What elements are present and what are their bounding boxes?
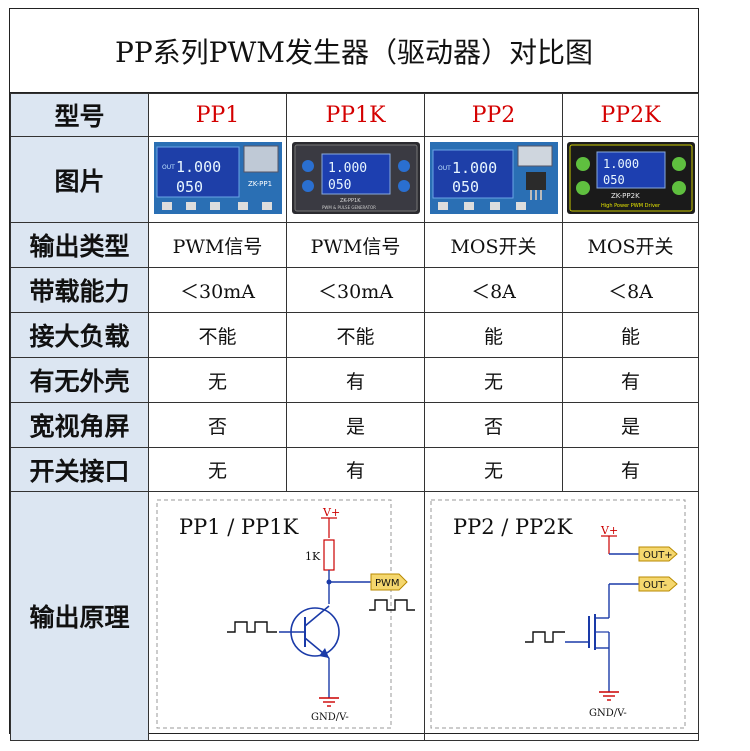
table-cell: 无: [424, 357, 563, 403]
circuit-diagram-pp2: PP2 / PP2K V+ OUT+ OUT-: [424, 491, 699, 741]
svg-text:GND/V-: GND/V-: [589, 708, 627, 719]
svg-text:1.000: 1.000: [328, 161, 367, 176]
table-cell: 是: [286, 402, 425, 448]
table-row: 宽视角屏 否 是 否 是: [10, 402, 699, 448]
product-image-pp2k: 1.000 050 ZK-PP2K High Power PWM Driver: [562, 136, 699, 223]
comparison-sheet: PP系列PWM发生器（驱动器）对比图 型号 PP1 PP1K PP2 PP2K …: [9, 8, 699, 741]
table-cell: 是: [562, 402, 699, 448]
table-cell: 有: [562, 357, 699, 403]
svg-text:050: 050: [328, 178, 351, 193]
comparison-table: 型号 PP1 PP1K PP2 PP2K 图片 OUT 1.000 050 ZK…: [10, 93, 699, 741]
table-row-picture: 图片 OUT 1.000 050 ZK-PP1: [10, 136, 699, 223]
svg-text:050: 050: [176, 178, 203, 196]
svg-text:PP2 / PP2K: PP2 / PP2K: [453, 515, 573, 539]
svg-text:OUT+: OUT+: [643, 550, 673, 561]
svg-text:050: 050: [603, 173, 625, 187]
row-label: 带载能力: [10, 267, 149, 313]
svg-text:PWM & PULSE GENERATOR: PWM & PULSE GENERATOR: [322, 205, 376, 210]
model-pp2k: PP2K: [562, 93, 699, 137]
table-cell: 能: [424, 312, 563, 358]
model-pp1: PP1: [148, 93, 287, 137]
svg-text:PWM: PWM: [375, 578, 400, 589]
table-cell: 有: [562, 447, 699, 492]
svg-text:OUT-: OUT-: [643, 580, 667, 591]
product-image-pp1: OUT 1.000 050 ZK-PP1: [148, 136, 287, 223]
table-row: 开关接口 无 有 无 有: [10, 447, 699, 492]
table-row: 接大负载 不能 不能 能 能: [10, 312, 699, 358]
table-cell: 不能: [286, 312, 425, 358]
svg-text:High Power PWM Driver: High Power PWM Driver: [601, 203, 661, 209]
svg-text:1.000: 1.000: [176, 158, 221, 176]
table-cell: ＜30mA: [286, 267, 425, 313]
model-pp2: PP2: [424, 93, 563, 137]
model-pp1k: PP1K: [286, 93, 425, 137]
table-cell: 无: [148, 357, 287, 403]
svg-text:V+: V+: [322, 506, 340, 519]
table-cell: 无: [424, 447, 563, 492]
svg-text:ZK-PP2K: ZK-PP2K: [611, 192, 640, 200]
page-title: PP系列PWM发生器（驱动器）对比图: [10, 9, 698, 93]
product-image-pp1k: 1.000 050 ZK-PP1K PWM & PULSE GENERATOR: [286, 136, 425, 223]
pcb-board-pp2-image: OUT 1.000 050: [429, 141, 558, 214]
table-row-principle: 输出原理 PP1 / PP1K V+ 1K PWM: [10, 491, 699, 741]
table-cell: ＜8A: [562, 267, 699, 313]
pcb-board-pp1-image: OUT 1.000 050 ZK-PP1: [153, 141, 282, 214]
table-cell: MOS开关: [562, 222, 699, 268]
row-label: 有无外壳: [10, 357, 149, 403]
svg-text:ZK-PP1K: ZK-PP1K: [340, 198, 361, 204]
table-cell: 无: [148, 447, 287, 492]
table-cell: 不能: [148, 312, 287, 358]
svg-text:050: 050: [452, 178, 479, 196]
table-row: 带载能力 ＜30mA ＜30mA ＜8A ＜8A: [10, 267, 699, 313]
table-cell: 否: [424, 402, 563, 448]
table-cell: ＜30mA: [148, 267, 287, 313]
table-row: 输出类型 PWM信号 PWM信号 MOS开关 MOS开关: [10, 222, 699, 268]
row-label: 接大负载: [10, 312, 149, 358]
table-cell: PWM信号: [148, 222, 287, 268]
svg-text:ZK-PP1: ZK-PP1: [248, 180, 272, 188]
svg-text:PP1 / PP1K: PP1 / PP1K: [179, 515, 299, 539]
table-cell: MOS开关: [424, 222, 563, 268]
mosfet-circuit-diagram: PP2 / PP2K V+ OUT+ OUT-: [430, 499, 686, 729]
svg-text:1K: 1K: [305, 550, 321, 563]
table-row-model: 型号 PP1 PP1K PP2 PP2K: [10, 93, 699, 137]
table-cell: ＜8A: [424, 267, 563, 313]
row-label: 输出类型: [10, 222, 149, 268]
svg-text:GND/V-: GND/V-: [311, 712, 349, 723]
enclosed-module-pp2k-image: 1.000 050 ZK-PP2K High Power PWM Driver: [566, 141, 695, 214]
row-label: 宽视角屏: [10, 402, 149, 448]
row-label: 型号: [10, 93, 149, 137]
svg-text:1.000: 1.000: [452, 159, 497, 177]
table-cell: 有: [286, 447, 425, 492]
npn-transistor-circuit-diagram: PP1 / PP1K V+ 1K PWM: [156, 499, 415, 729]
table-cell: 否: [148, 402, 287, 448]
row-label: 输出原理: [10, 491, 149, 741]
table-row: 有无外壳 无 有 无 有: [10, 357, 699, 403]
table-cell: PWM信号: [286, 222, 425, 268]
row-label: 开关接口: [10, 447, 149, 492]
circuit-diagram-pp1: PP1 / PP1K V+ 1K PWM: [148, 491, 425, 741]
table-cell: 能: [562, 312, 699, 358]
svg-text:OUT: OUT: [438, 165, 451, 172]
product-image-pp2: OUT 1.000 050: [424, 136, 563, 223]
svg-text:OUT: OUT: [162, 164, 175, 171]
svg-text:V+: V+: [600, 524, 618, 537]
table-cell: 有: [286, 357, 425, 403]
enclosed-module-pp1k-image: 1.000 050 ZK-PP1K PWM & PULSE GENERATOR: [291, 141, 420, 214]
svg-text:1.000: 1.000: [603, 157, 639, 171]
row-label: 图片: [10, 136, 149, 223]
